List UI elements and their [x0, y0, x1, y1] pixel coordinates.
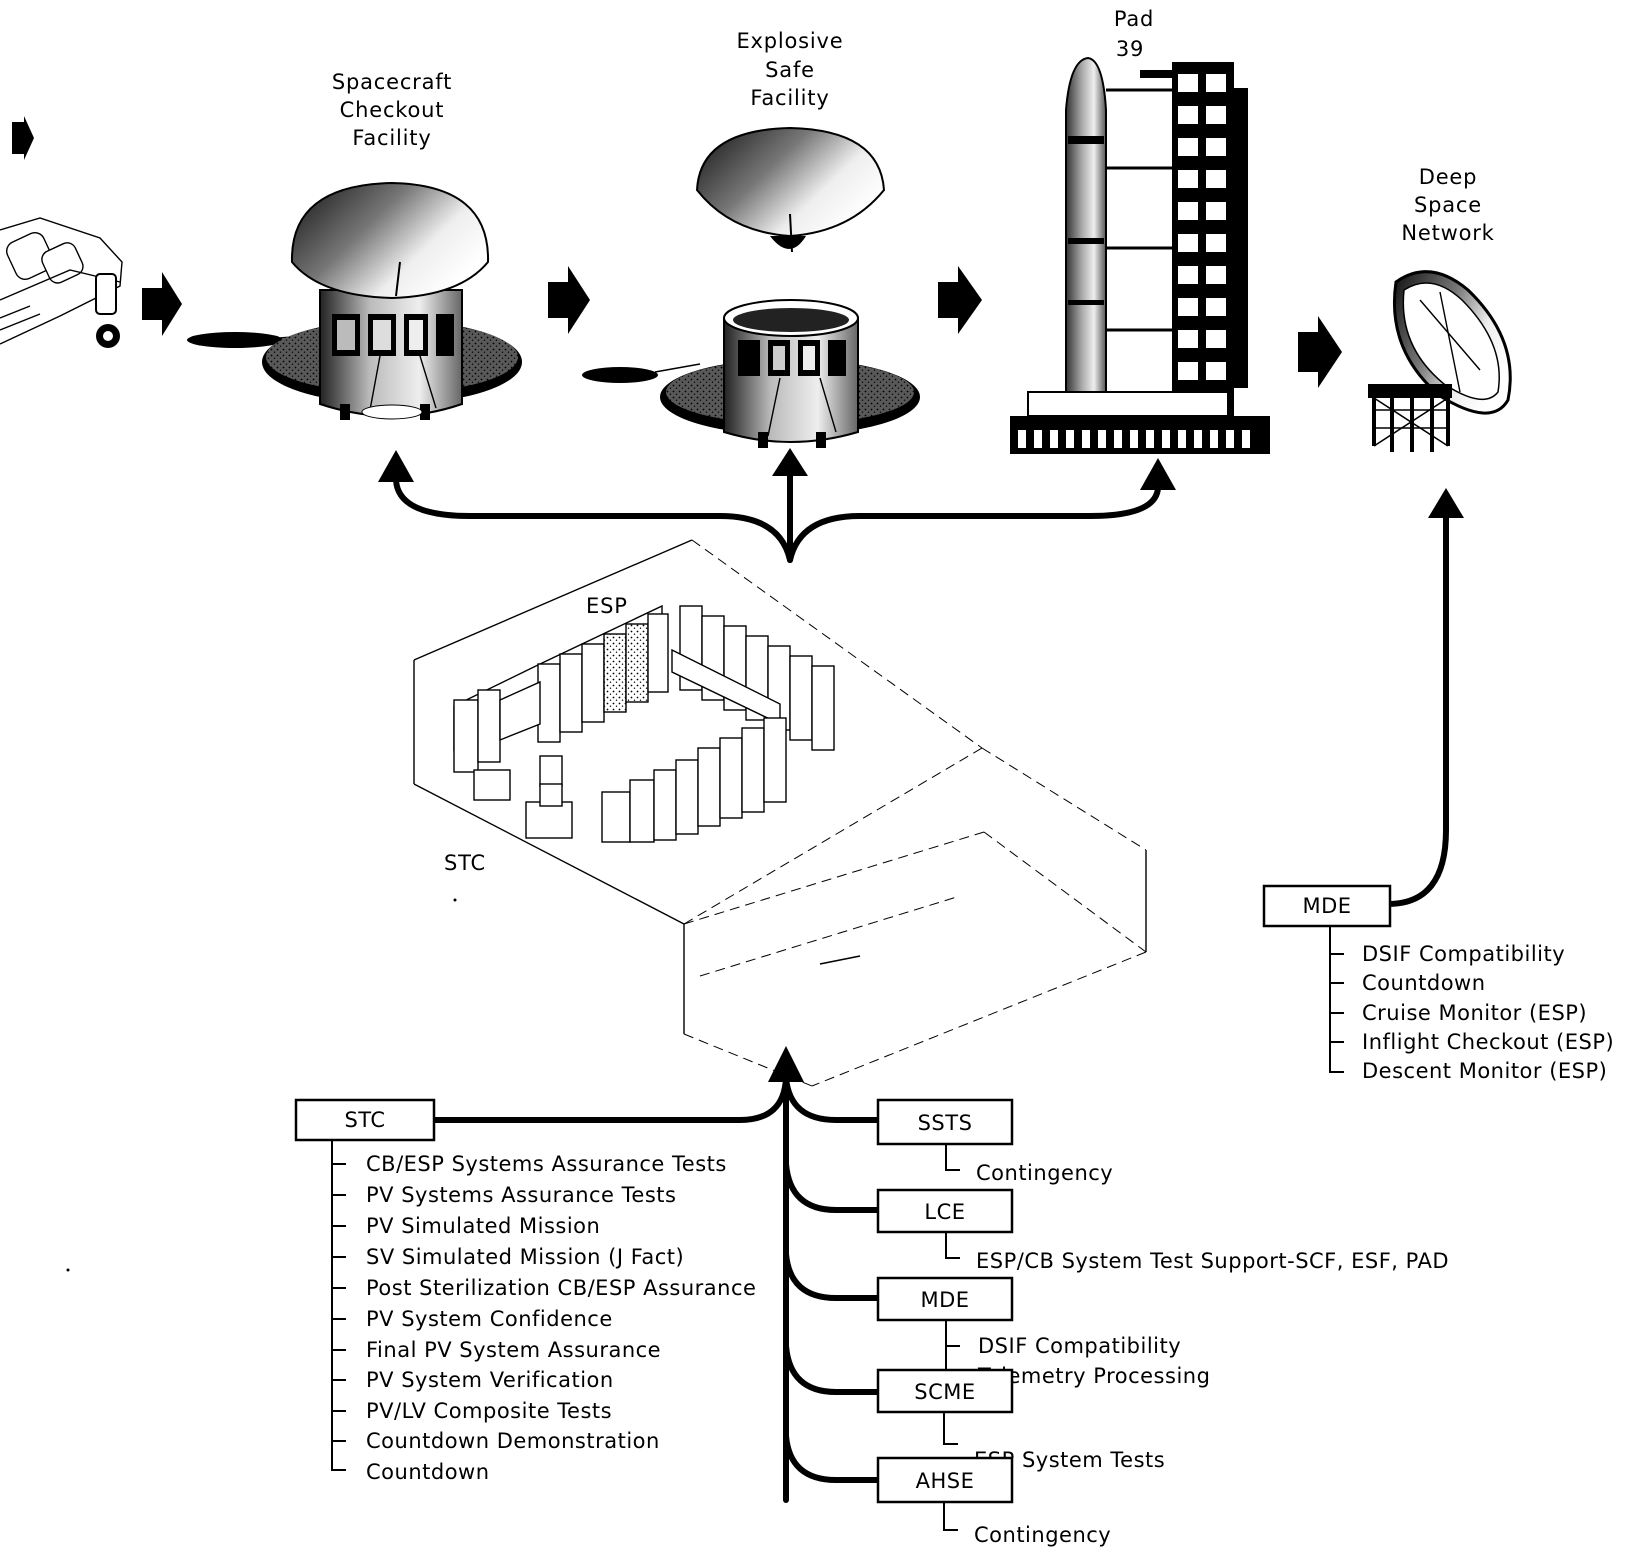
stc-test-item: PV Systems Assurance Tests	[366, 1183, 676, 1207]
ssts-box: SSTS	[878, 1100, 1012, 1144]
flow-arrow-to-scf	[142, 272, 182, 336]
ssts-title: SSTS	[918, 1111, 973, 1135]
mde-dsn-tree	[1330, 926, 1344, 1072]
mde-dsn-item: Inflight Checkout (ESP)	[1362, 1030, 1614, 1054]
pad-label-line-2: 39	[1116, 37, 1144, 61]
scf-label-line-1: Spacecraft	[332, 70, 452, 94]
stc-test-item: PV/LV Composite Tests	[366, 1399, 612, 1423]
esf-lower-capsule-illustration	[582, 300, 920, 448]
stc-room-illustration	[414, 540, 1146, 1086]
lce-tree	[946, 1232, 960, 1258]
scf-illustration	[187, 183, 522, 420]
esf-label-line-1: Explosive	[736, 29, 843, 53]
stc-test-item: Countdown	[366, 1460, 490, 1484]
stray-dot	[454, 899, 457, 902]
scme-box: SCME	[878, 1370, 1012, 1412]
mde-box: MDE	[878, 1278, 1012, 1320]
mde-tree	[946, 1320, 960, 1376]
stc-title: STC	[344, 1108, 385, 1132]
esf-upper-shell-illustration	[697, 128, 884, 252]
transport-cart-illustration	[0, 218, 122, 348]
stc-box: STC	[296, 1100, 434, 1140]
esf-label-line-2: Safe	[765, 58, 815, 82]
ahse-item: Contingency	[974, 1523, 1111, 1547]
lce-box: LCE	[878, 1190, 1012, 1232]
launch-tower-illustration	[1106, 62, 1248, 432]
mde-dsn-item: Cruise Monitor (ESP)	[1362, 1001, 1587, 1025]
ahse-box: AHSE	[878, 1458, 1012, 1502]
stc-test-item: PV System Confidence	[366, 1307, 613, 1331]
scf-label-line-3: Facility	[352, 126, 431, 150]
pad-label-line-1: Pad	[1114, 7, 1154, 31]
stc-test-item: PV Simulated Mission	[366, 1214, 600, 1238]
stc-room-label: STC	[444, 851, 486, 875]
mde-dsn-connector	[1388, 488, 1464, 904]
stc-test-item: Final PV System Assurance	[366, 1338, 661, 1362]
stray-dot	[67, 1269, 70, 1272]
mde-dsn-item: DSIF Compatibility	[1362, 942, 1565, 966]
mde-dsn-item: Countdown	[1362, 971, 1486, 995]
flow-arrow-to-pad	[938, 266, 982, 334]
mde-item: DSIF Compatibility	[978, 1334, 1181, 1358]
facility-branch-arrows	[378, 448, 1176, 560]
mde-dsn-title: MDE	[1302, 894, 1351, 918]
scme-tree	[944, 1412, 958, 1444]
ssts-tree	[946, 1144, 960, 1170]
lce-item: ESP/CB System Test Support-SCF, ESF, PAD	[976, 1249, 1449, 1273]
ahse-title: AHSE	[916, 1469, 975, 1493]
stc-test-item: Countdown Demonstration	[366, 1429, 660, 1453]
dsn-label-line-3: Network	[1401, 221, 1494, 245]
dsn-label-line-2: Space	[1414, 193, 1482, 217]
mde-title: MDE	[920, 1288, 969, 1312]
flow-arrow-to-dsn	[1298, 316, 1342, 388]
ssts-item: Contingency	[976, 1161, 1113, 1185]
dsn-label-line-1: Deep	[1419, 165, 1478, 189]
esp-room-label: ESP	[586, 594, 628, 618]
flow-arrow-incoming	[12, 116, 34, 160]
stc-test-item: CB/ESP Systems Assurance Tests	[366, 1152, 727, 1176]
dsn-antenna-illustration	[1368, 272, 1510, 452]
flow-arrow-to-esf	[548, 266, 590, 334]
esf-label-line-3: Facility	[750, 86, 829, 110]
mde-dsn-item: Descent Monitor (ESP)	[1362, 1059, 1607, 1083]
scme-title: SCME	[914, 1380, 975, 1404]
stc-test-item: PV System Verification	[366, 1368, 614, 1392]
stc-test-item: Post Sterilization CB/ESP Assurance	[366, 1276, 756, 1300]
mde-dsn-box: MDE	[1264, 886, 1390, 926]
stc-tree	[332, 1140, 346, 1470]
ahse-tree	[944, 1502, 958, 1530]
lce-title: LCE	[924, 1200, 965, 1224]
launch-vehicle-illustration	[1066, 58, 1106, 400]
scf-label-line-2: Checkout	[340, 98, 445, 122]
stc-test-item: SV Simulated Mission (J Fact)	[366, 1245, 684, 1269]
